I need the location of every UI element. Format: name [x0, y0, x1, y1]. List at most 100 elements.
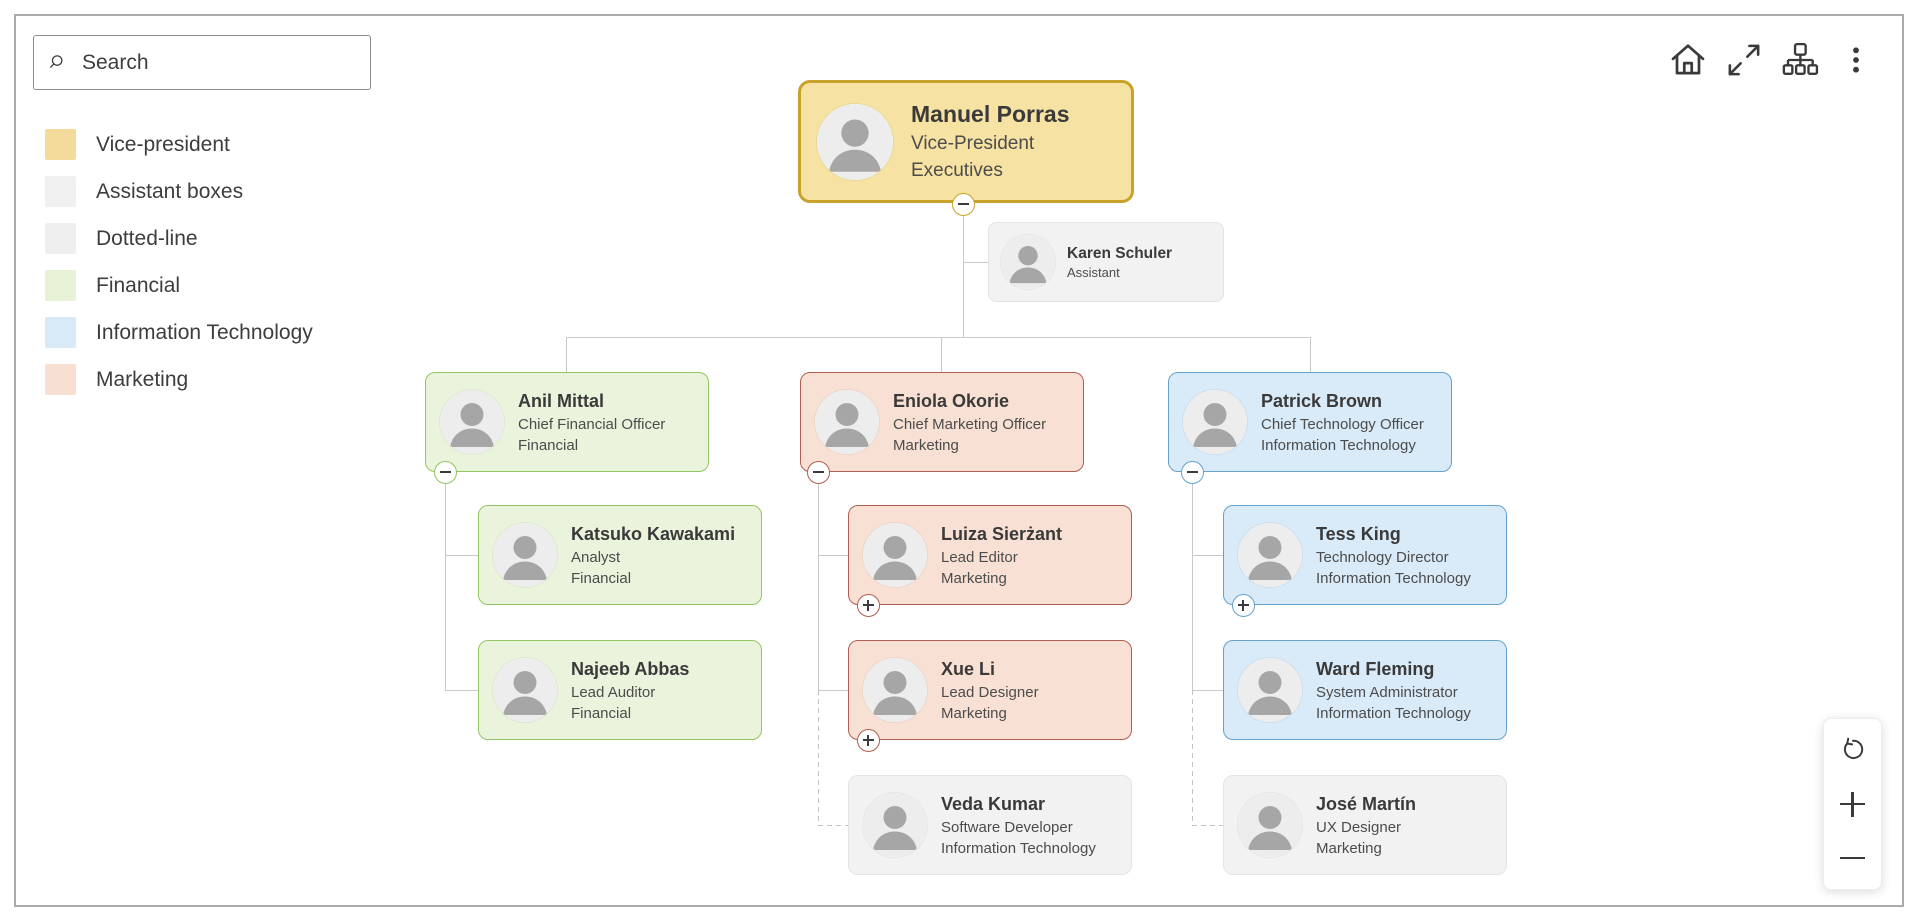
avatar-photo — [863, 523, 927, 587]
node-department: Marketing — [893, 436, 959, 454]
node-title: Chief Financial Officer — [518, 415, 666, 433]
org-node-luiza[interactable]: Luiza Sierżant Lead Editor Marketing — [848, 505, 1132, 605]
node-department: Financial — [571, 569, 632, 587]
avatar-photo — [1238, 523, 1302, 587]
connector — [1192, 690, 1223, 691]
connector-assistant — [963, 262, 988, 263]
node-title: Technology Director — [1316, 548, 1449, 566]
expand-button-xue[interactable] — [856, 728, 880, 752]
collapse-button-anil[interactable] — [433, 460, 457, 484]
connector — [818, 483, 819, 690]
connector-dotted — [1192, 825, 1223, 826]
node-department: Information Technology — [1316, 569, 1471, 587]
org-node-jose[interactable]: José Martín UX Designer Marketing — [1223, 775, 1507, 875]
avatar-photo — [493, 658, 557, 722]
legend-label: Financial — [96, 273, 181, 297]
avatar-photo — [815, 390, 879, 454]
search-icon — [50, 55, 63, 68]
legend-label: Marketing — [96, 367, 189, 391]
node-title: Chief Technology Officer — [1261, 415, 1424, 433]
connector-dotted — [1192, 690, 1193, 825]
node-title: Chief Marketing Officer — [893, 415, 1047, 433]
node-department: Marketing — [1316, 839, 1382, 857]
avatar-photo — [1238, 658, 1302, 722]
avatar-photo — [1001, 235, 1055, 289]
node-name: Tess King — [1316, 523, 1401, 544]
legend-label: Vice-president — [96, 132, 230, 156]
expand-button-tess[interactable] — [1231, 593, 1255, 617]
home-button[interactable] — [1664, 36, 1712, 84]
connector — [566, 337, 567, 372]
org-node-eniola[interactable]: Eniola Okorie Chief Marketing Officer Ma… — [800, 372, 1084, 472]
node-name: Veda Kumar — [941, 793, 1046, 814]
org-node-najeeb[interactable]: Najeeb Abbas Lead Auditor Financial — [478, 640, 762, 740]
connector — [941, 337, 942, 372]
node-title: Vice-President — [911, 133, 1035, 154]
org-node-karen[interactable]: Karen Schuler Assistant — [988, 222, 1224, 302]
avatar-photo — [440, 390, 504, 454]
avatar-photo — [1238, 793, 1302, 857]
zoom-in-button[interactable] — [1836, 787, 1870, 821]
search-input[interactable] — [80, 49, 355, 76]
more-options-button[interactable] — [1832, 36, 1880, 84]
connector-dotted — [818, 825, 848, 826]
collapse-button-eniola[interactable] — [806, 460, 830, 484]
home-icon — [1671, 44, 1705, 75]
node-title: Lead Designer — [941, 683, 1039, 701]
zoom-out-button[interactable] — [1836, 841, 1870, 875]
org-node-ward[interactable]: Ward Fleming System Administrator Inform… — [1223, 640, 1507, 740]
node-name: Luiza Sierżant — [941, 523, 1063, 544]
collapse-button-manuel[interactable] — [951, 192, 975, 216]
expand-button-luiza[interactable] — [856, 593, 880, 617]
org-node-anil[interactable]: Anil Mittal Chief Financial Officer Fina… — [425, 372, 709, 472]
legend-item: Financial — [45, 270, 313, 301]
connector — [445, 555, 478, 556]
connector — [818, 690, 848, 691]
collapse-button-patrick[interactable] — [1180, 460, 1204, 484]
org-node-tess[interactable]: Tess King Technology Director Informatio… — [1223, 505, 1507, 605]
node-department: Information Technology — [941, 839, 1096, 857]
reset-view-button[interactable] — [1836, 733, 1870, 767]
legend-color-swatch — [45, 270, 76, 301]
connector — [1192, 555, 1223, 556]
org-node-manuel[interactable]: Manuel Porras Vice-President Executives — [798, 80, 1134, 203]
legend-label: Assistant boxes — [96, 179, 244, 203]
legend-color-swatch — [45, 176, 76, 207]
org-node-veda[interactable]: Veda Kumar Software Developer Informatio… — [848, 775, 1132, 875]
legend-item: Marketing — [45, 364, 313, 395]
node-department: Marketing — [941, 704, 1007, 722]
node-title: System Administrator — [1316, 683, 1458, 701]
legend-color-swatch — [45, 129, 76, 160]
org-layout-button[interactable] — [1776, 36, 1824, 84]
node-title: Lead Editor — [941, 548, 1018, 566]
fit-to-page-button[interactable] — [1720, 36, 1768, 84]
node-department: Executives — [911, 160, 1003, 181]
node-title: Analyst — [571, 548, 621, 566]
connector — [963, 216, 964, 337]
org-node-patrick[interactable]: Patrick Brown Chief Technology Officer I… — [1168, 372, 1452, 472]
node-name: Xue Li — [941, 658, 996, 679]
org-node-katsuko[interactable]: Katsuko Kawakami Analyst Financial — [478, 505, 762, 605]
legend: Vice-president Assistant boxes Dotted-li… — [45, 129, 313, 395]
avatar-photo — [863, 658, 927, 722]
minus-icon — [1840, 856, 1865, 860]
diagram-toolbar — [1664, 36, 1880, 84]
node-title: Lead Auditor — [571, 683, 656, 701]
legend-color-swatch — [45, 364, 76, 395]
connector-bus — [566, 337, 1310, 338]
expand-diagonal-icon — [1728, 44, 1760, 76]
legend-color-swatch — [45, 223, 76, 254]
node-title: UX Designer — [1316, 818, 1402, 836]
legend-item: Assistant boxes — [45, 176, 313, 207]
org-node-xue[interactable]: Xue Li Lead Designer Marketing — [848, 640, 1132, 740]
vertical-ellipsis-icon — [1853, 47, 1859, 73]
node-department: Financial — [571, 704, 632, 722]
org-chart-icon — [1782, 42, 1819, 75]
node-department: Information Technology — [1261, 436, 1416, 454]
node-title: Assistant — [1067, 264, 1120, 280]
connector — [1192, 483, 1193, 690]
node-title: Software Developer — [941, 818, 1073, 836]
node-name: Patrick Brown — [1261, 390, 1383, 411]
node-department: Marketing — [941, 569, 1007, 587]
